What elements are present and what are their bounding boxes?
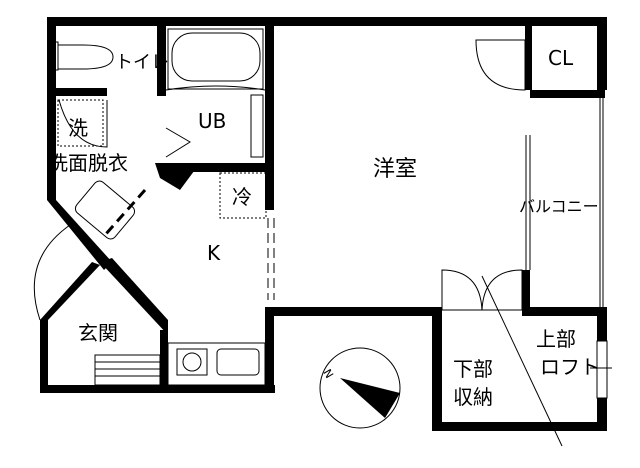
room-label-upper-loft-2: ロフト [540,355,600,379]
room-label-washroom: 洗面脱衣 [48,151,128,175]
room-label-lower-storage-1: 下部 [453,357,493,381]
room-label-entrance: 玄関 [78,321,118,345]
room-label-unit-bath: UB [198,109,226,133]
room-label-washer: 洗 [68,116,88,140]
room-label-upper-loft-1: 上部 [536,327,576,351]
fixtures [33,28,612,447]
room-label-western-room: 洋室 [373,157,417,182]
room-label-kitchen: K [207,241,221,265]
room-label-closet: CL [548,46,574,70]
room-label-toilet: トイレ [115,52,169,73]
compass-north-label: N [320,367,335,381]
room-label-fridge: 冷 [232,185,252,209]
room-label-lower-storage-2: 収納 [453,385,493,409]
room-label-balcony: バルコニー [519,197,599,216]
compass: N [319,347,401,429]
walls [40,17,607,431]
